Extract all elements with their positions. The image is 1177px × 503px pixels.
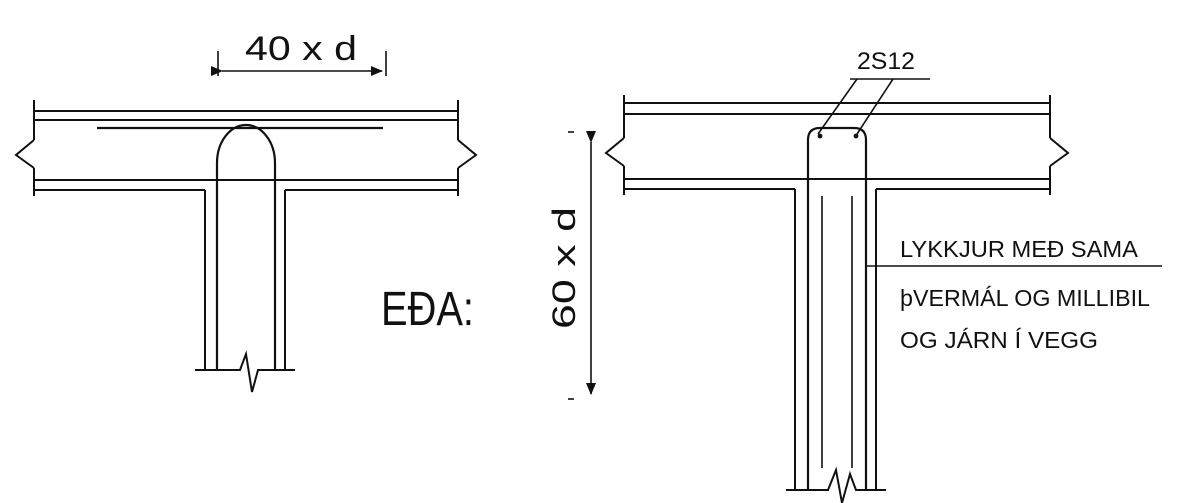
bar-label: 2S12 — [857, 48, 915, 75]
bar-dot-left — [817, 133, 823, 139]
note-line-2: þVERMÁL OG MILLIBIL — [900, 285, 1150, 311]
right-dimension: 60 x d — [546, 131, 596, 400]
right-slab — [604, 95, 1070, 195]
right-wall — [786, 189, 886, 503]
right-u-stirrup — [806, 126, 868, 490]
separator-text: EĐA: — [381, 283, 474, 336]
left-dimension-label: 40 x d — [245, 30, 357, 68]
left-slab — [14, 100, 478, 196]
bar-dot-right — [853, 133, 859, 139]
right-dimension-label: 60 x d — [546, 207, 582, 329]
left-detail: 40 x d — [14, 30, 478, 393]
left-dimension: 40 x d — [211, 30, 387, 76]
left-hairpin-bar — [215, 123, 277, 370]
left-wall — [195, 190, 295, 393]
note-block: LYKKJUR MEÐ SAMA þVERMÁL OG MILLIBIL OG … — [866, 236, 1162, 353]
note-line-1: LYKKJUR MEÐ SAMA — [900, 236, 1139, 262]
note-line-3: OG JÁRN Í VEGG — [900, 327, 1098, 353]
right-detail: 2S12 60 x d LYKKJUR MEÐ SAMA þVERMÁL OG … — [546, 48, 1162, 503]
bar-label-leader: 2S12 — [817, 48, 930, 135]
